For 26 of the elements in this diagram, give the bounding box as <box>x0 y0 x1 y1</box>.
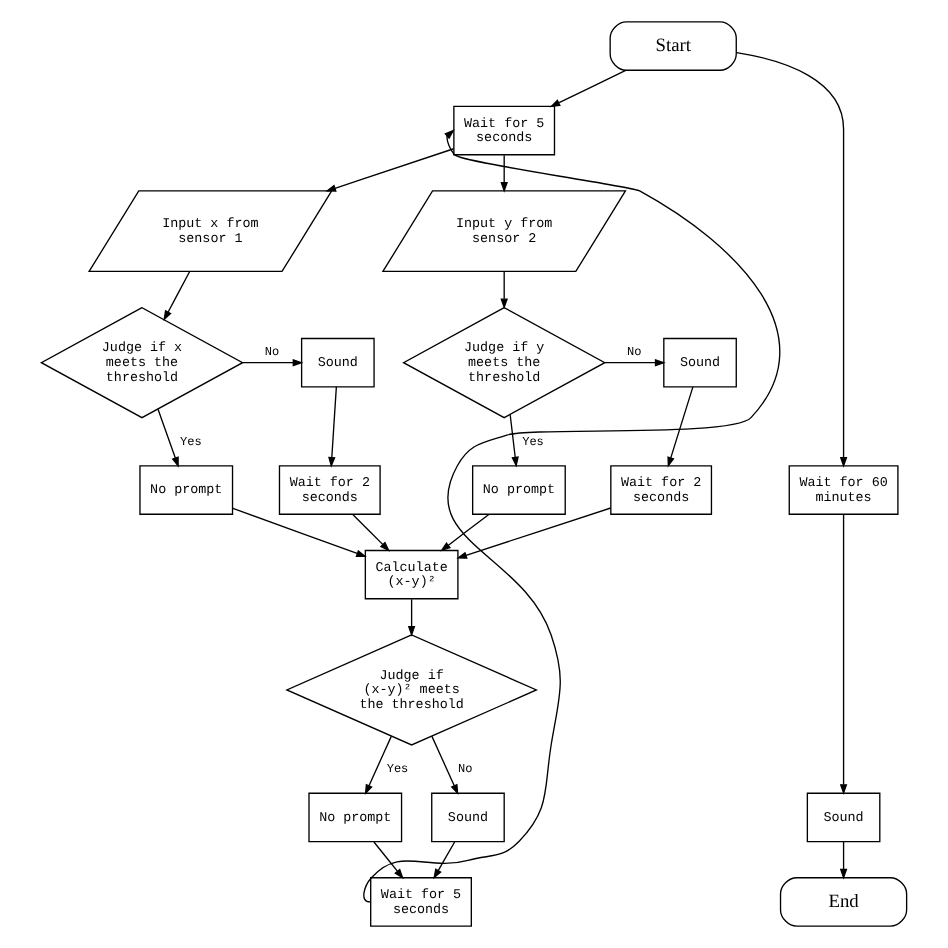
arrow <box>500 154 508 193</box>
arrow <box>509 414 519 468</box>
arrow <box>736 51 848 468</box>
arrow <box>328 386 338 468</box>
arrow <box>407 598 416 637</box>
arrow <box>604 358 666 367</box>
node-box: End <box>779 877 908 927</box>
arrow <box>456 507 612 559</box>
arrow <box>242 358 304 367</box>
arrow <box>364 735 392 795</box>
arrow <box>352 514 391 552</box>
arrow <box>232 507 367 558</box>
node-box: Start <box>609 21 737 71</box>
arrow <box>549 69 627 108</box>
arrow <box>667 386 694 468</box>
arrow <box>163 270 191 322</box>
arrow <box>431 735 459 795</box>
arrow <box>373 841 404 880</box>
arrow <box>325 148 455 192</box>
arrow <box>363 129 781 903</box>
arrow <box>500 270 508 310</box>
arrow <box>839 841 848 880</box>
arrow <box>157 408 179 468</box>
arrow <box>433 841 456 880</box>
arrow <box>839 513 848 795</box>
arrow <box>440 514 490 552</box>
